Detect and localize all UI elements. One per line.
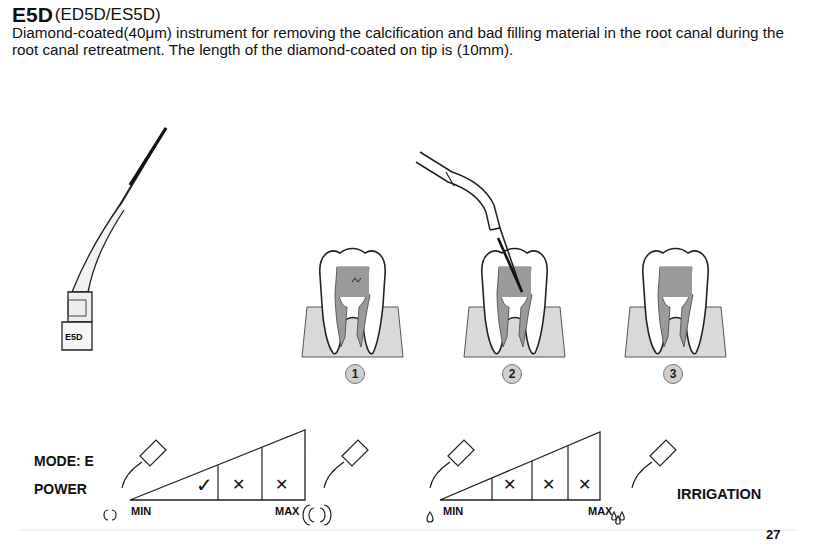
cross-mark: ✕ xyxy=(578,476,591,494)
irrigation-label: IRRIGATION xyxy=(677,487,761,503)
callout-number: 1 xyxy=(345,364,365,384)
tip-marking: E5D xyxy=(65,333,83,343)
callout-number: 3 xyxy=(663,364,683,384)
page-title: E5D xyxy=(12,3,53,26)
callout-text: 3 xyxy=(670,367,677,381)
model-codes: (ED5D/ES5D) xyxy=(55,6,161,25)
min-label: MIN xyxy=(443,505,463,517)
check-mark: ✓ xyxy=(196,474,213,496)
callout-text: 2 xyxy=(509,367,516,381)
power-label: POWER xyxy=(34,482,87,497)
cross-mark: ✕ xyxy=(232,476,245,494)
mode-label: MODE: E xyxy=(34,454,94,469)
cross-mark: ✕ xyxy=(503,476,516,494)
cross-mark: ✕ xyxy=(275,476,288,494)
callout-number: 2 xyxy=(502,364,522,384)
callout-text: 1 xyxy=(352,367,359,381)
min-label: MIN xyxy=(131,505,151,517)
page-number: 27 xyxy=(766,528,780,542)
description: Diamond-coated(40μm) instrument for remo… xyxy=(12,24,807,59)
cross-mark: ✕ xyxy=(542,476,555,494)
max-label: MAX xyxy=(275,505,299,517)
max-label: MAX xyxy=(588,505,612,517)
